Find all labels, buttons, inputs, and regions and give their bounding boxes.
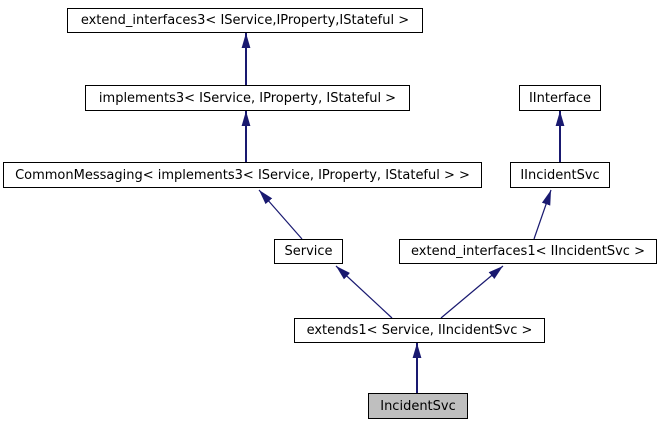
class-node-commonmessaging[interactable]: CommonMessaging< implements3< IService, … xyxy=(3,162,482,188)
edge-service-to-commonmessaging xyxy=(258,189,303,240)
edge-extends1-to-service xyxy=(335,265,393,319)
class-node-implements3[interactable]: implements3< IService, IProperty, IState… xyxy=(85,85,410,111)
class-node-iinterface[interactable]: IInterface xyxy=(519,85,601,111)
class-node-extend-interfaces3[interactable]: extend_interfaces3< IService,IProperty,I… xyxy=(67,8,423,33)
class-node-service[interactable]: Service xyxy=(274,239,343,264)
class-node-incidentsvc-current: IncidentSvc xyxy=(368,393,468,419)
edge-extend-interfaces1-to-iincidentsvc xyxy=(533,189,552,240)
class-node-extend-interfaces1[interactable]: extend_interfaces1< IIncidentSvc > xyxy=(399,239,657,264)
edge-extends1-to-extend-interfaces1 xyxy=(440,265,504,319)
class-node-iincidentsvc[interactable]: IIncidentSvc xyxy=(510,162,610,188)
class-node-extends1[interactable]: extends1< Service, IIncidentSvc > xyxy=(294,318,545,343)
